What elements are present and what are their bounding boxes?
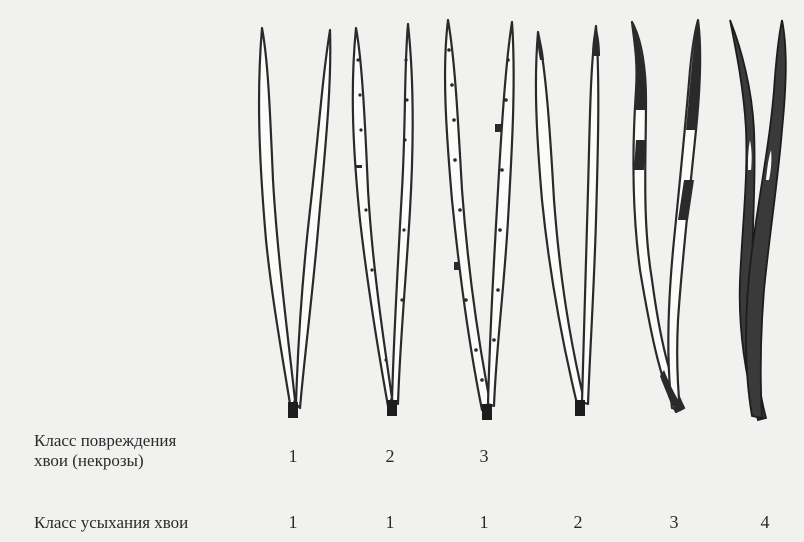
damage-class-label-line1: Класс повреждения [34, 431, 176, 451]
damage-class-value-3: 3 [474, 446, 494, 467]
damage-class-label-line2: хвои (некрозы) [34, 451, 176, 471]
needle-pair-5 [632, 20, 700, 412]
drying-class-value-6: 4 [755, 512, 775, 533]
drying-class-value-4: 2 [568, 512, 588, 533]
damage-class-value-1: 1 [283, 446, 303, 467]
drying-class-value-1: 1 [283, 512, 303, 533]
drying-class-value-5: 3 [664, 512, 684, 533]
needle-pair-6 [730, 20, 786, 420]
damage-class-label: Класс повреждения хвои (некрозы) [34, 431, 176, 471]
needle-pair-2 [353, 24, 413, 416]
damage-class-value-2: 2 [380, 446, 400, 467]
needle-pair-3 [445, 20, 514, 420]
needle-pair-1 [259, 28, 330, 418]
drying-class-value-3: 1 [474, 512, 494, 533]
drying-class-value-2: 1 [380, 512, 400, 533]
drying-class-label: Класс усыхания хвои [34, 513, 188, 533]
needle-pair-4 [536, 26, 600, 416]
